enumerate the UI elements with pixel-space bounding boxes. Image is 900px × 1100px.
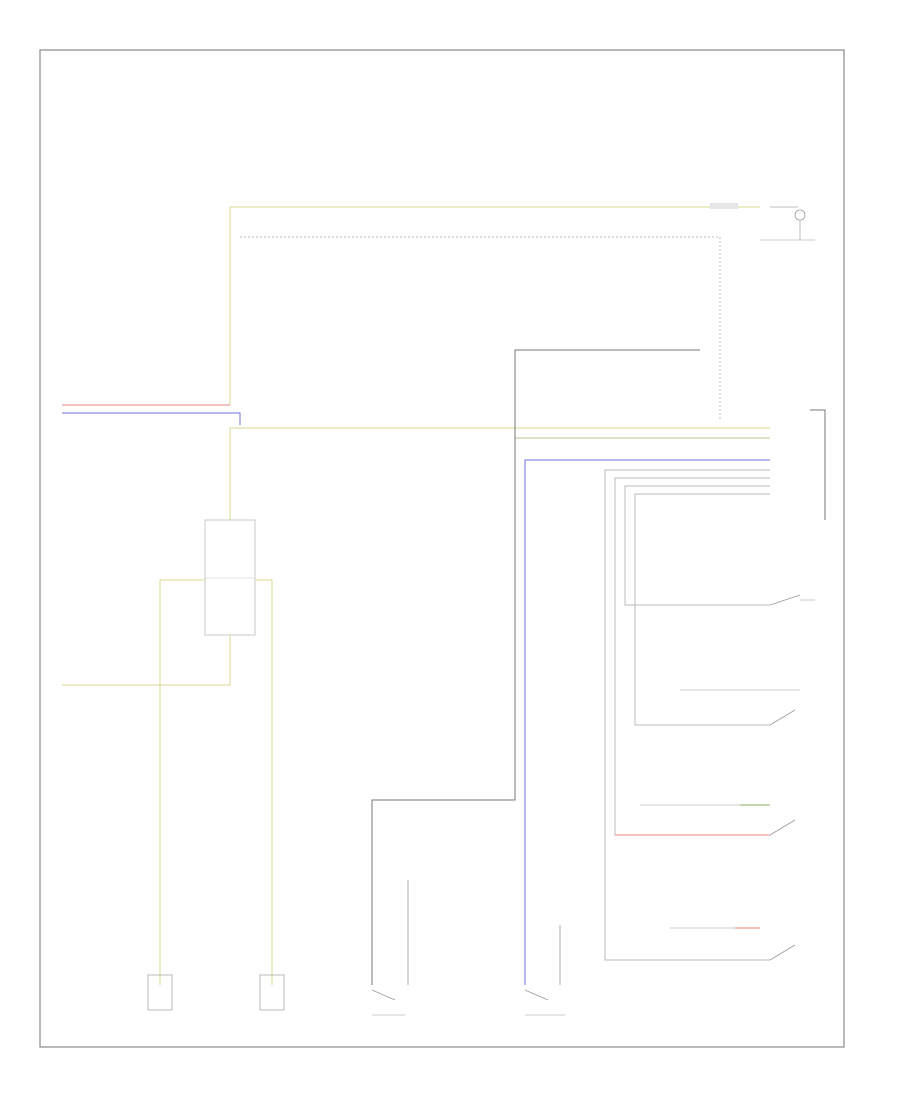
wire-blue-left — [62, 412, 241, 425]
wire-right-vertical-top — [810, 409, 826, 520]
wire-black-right-vertical — [371, 349, 700, 985]
wire-gray-harness-4 — [634, 493, 770, 726]
right-switch-1 — [769, 594, 815, 606]
wire-gray-harness-3 — [624, 485, 770, 606]
bottom-left-component-1 — [147, 974, 173, 1011]
bottom-mid-switch-1 — [371, 880, 409, 1016]
wire-yellow-left-2 — [255, 579, 273, 985]
bottom-mid-switch-2 — [524, 925, 565, 1016]
right-switch-2 — [680, 689, 800, 726]
top-right-switch — [760, 206, 815, 241]
left-connector-block — [204, 519, 256, 636]
right-switch-4 — [670, 927, 796, 961]
wire-gray-harness-2 — [614, 477, 770, 836]
right-switch-3 — [640, 804, 796, 836]
bottom-left-component-2 — [259, 974, 285, 1011]
wire-yellow-left-1 — [159, 579, 205, 985]
wire-yellow-left-h — [62, 635, 231, 686]
wire-yellow-top — [229, 206, 760, 405]
wire-gray-harness — [604, 469, 770, 961]
wire-yellow-mid — [229, 427, 770, 520]
diagram-frame — [39, 49, 845, 1048]
connector-top-right — [710, 203, 738, 209]
wire-gray-top — [240, 236, 721, 420]
wire-blue-vertical — [524, 459, 770, 985]
